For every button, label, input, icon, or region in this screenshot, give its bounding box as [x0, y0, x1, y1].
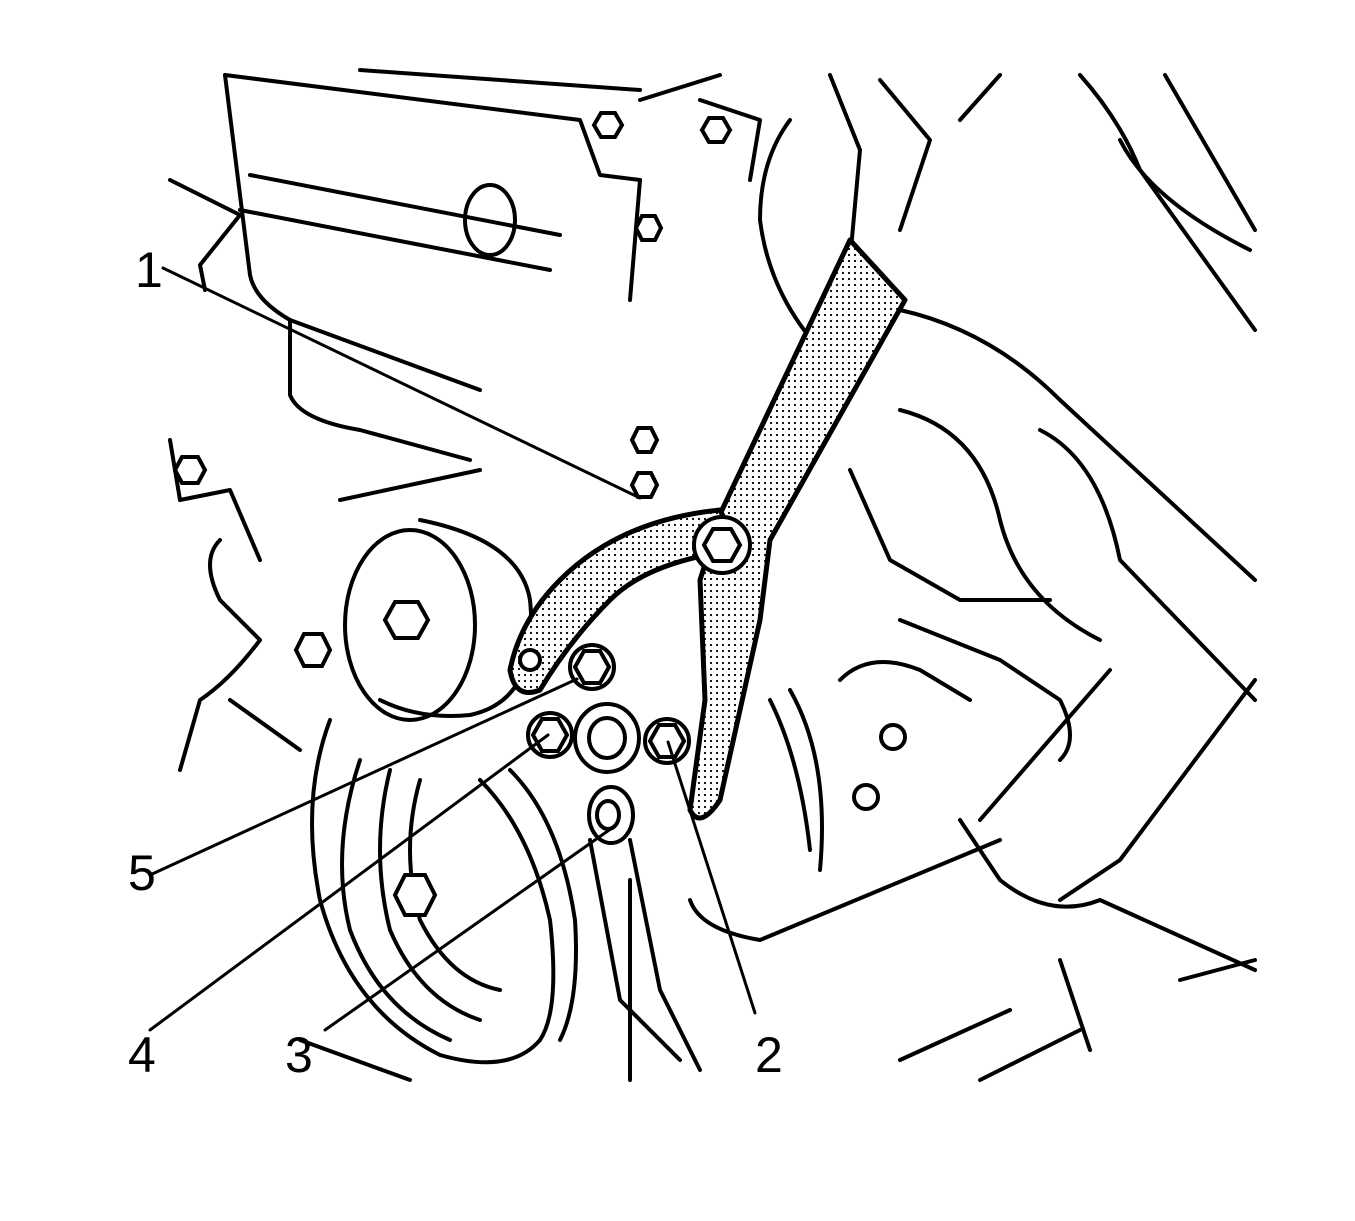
idler-pulley [293, 518, 534, 722]
callout-3: 3 [285, 1027, 313, 1083]
tensioner-wrench-tool [507, 237, 908, 821]
callout-leaders [148, 266, 757, 1032]
callout-2: 2 [755, 1027, 783, 1083]
tensioner-fasteners [526, 643, 702, 1072]
crank-pulley [298, 718, 578, 1082]
callout-1: 1 [135, 242, 163, 298]
callout-5: 5 [128, 845, 156, 901]
engine-block-outline [168, 68, 1257, 1082]
block-bolts [172, 111, 733, 499]
callout-4: 4 [128, 1027, 156, 1083]
